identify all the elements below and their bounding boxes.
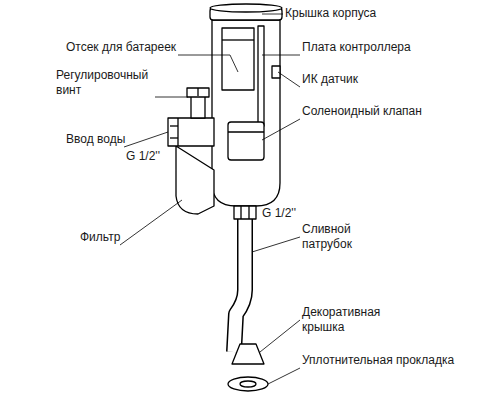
- part-label: G 1/2'': [126, 149, 186, 164]
- part-label: ИК датчик: [302, 72, 492, 87]
- part-label: Крышка корпуса: [285, 6, 485, 21]
- part-label: Сливной патрубок: [302, 222, 392, 252]
- part-label: Уплотнительная прокладка: [302, 353, 462, 368]
- part-label: Отсек для батареек: [66, 40, 186, 55]
- part-label: Плата контроллера: [302, 40, 492, 55]
- part-label: Регулировочный винт: [56, 68, 156, 98]
- part-label: Декоративная крышка: [302, 305, 402, 335]
- part-label: Фильтр: [80, 230, 160, 245]
- part-label: Ввод воды: [66, 132, 166, 147]
- part-label: Соленоидный клапан: [302, 104, 492, 119]
- part-label: G 1/2'': [262, 206, 322, 221]
